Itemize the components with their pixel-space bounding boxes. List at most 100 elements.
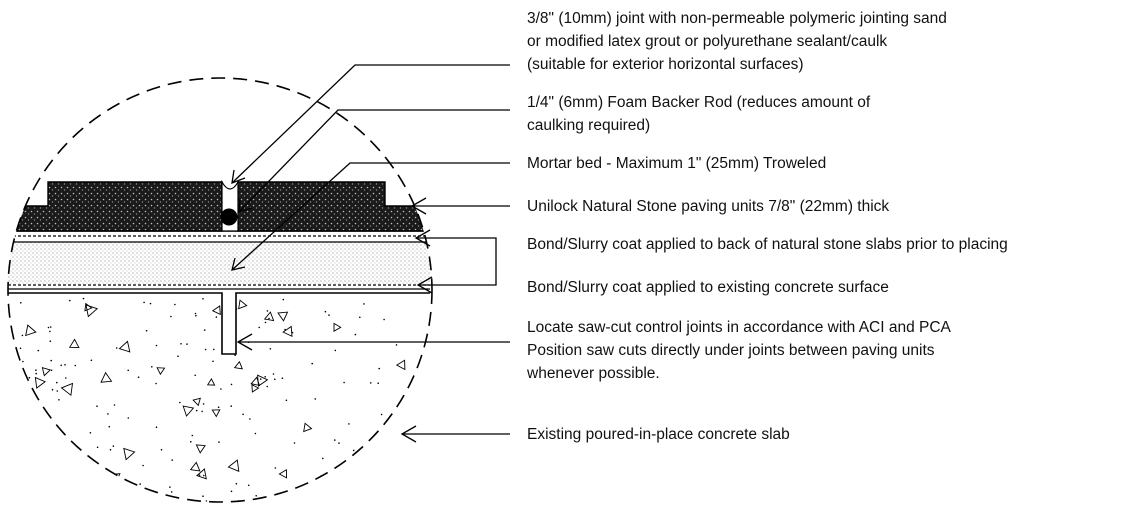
aggregate-sand — [291, 331, 294, 334]
aggregate-sand — [186, 343, 188, 345]
aggregate-stone — [196, 468, 207, 480]
aggregate-sand — [348, 423, 350, 425]
leader-lines — [231, 64, 510, 435]
aggregate-sand — [362, 451, 364, 453]
aggregate-sand — [74, 364, 77, 367]
aggregate-sand — [127, 369, 129, 372]
paving-unit-left — [8, 181, 223, 232]
aggregate-sand — [19, 347, 22, 350]
aggregate-sand — [274, 378, 276, 381]
arrowhead-bond-coat-concrete — [416, 276, 433, 294]
aggregate-sand — [51, 388, 54, 391]
aggregate-sand — [324, 310, 327, 313]
label-joint-line-2: or modified latex grout or polyurethane … — [527, 33, 887, 50]
aggregate-stone — [68, 338, 80, 349]
aggregate-sand — [242, 413, 244, 416]
aggregate-stone — [386, 466, 398, 479]
paving-unit-right — [237, 181, 431, 232]
aggregate-sand — [115, 347, 118, 349]
aggregate-stone — [123, 486, 132, 496]
aggregate-sand — [230, 383, 233, 386]
aggregate-sand — [407, 402, 410, 405]
aggregate-sand — [49, 340, 52, 343]
aggregate-sand — [21, 458, 23, 461]
aggregate-sand — [268, 317, 270, 320]
aggregate-sand — [203, 474, 205, 477]
aggregate-sand — [255, 495, 257, 497]
aggregate-stone — [82, 493, 94, 502]
aggregate-sand — [96, 405, 98, 408]
aggregate-stone — [263, 311, 275, 322]
leader-mortar-bed — [231, 162, 510, 271]
arrowhead-concrete-slab — [400, 425, 417, 443]
aggregate-stone — [211, 409, 221, 418]
aggregate-sand — [395, 344, 398, 346]
label-control-joints-line-2: Position saw cuts directly under joints … — [527, 342, 935, 359]
saw-cut-control-joint — [8, 292, 430, 355]
label-mortar-bed: Mortar bed - Maximum 1" (25mm) Troweled — [527, 155, 826, 172]
aggregate-sand — [15, 497, 18, 500]
aggregate-sand — [385, 436, 388, 438]
aggregate-sand — [380, 413, 383, 416]
aggregate-sand — [14, 389, 16, 392]
aggregate-sand — [66, 446, 68, 449]
aggregate-sand — [247, 484, 250, 487]
aggregate-sand — [259, 378, 262, 380]
aggregate-sand — [96, 446, 99, 449]
aggregate-sand — [201, 410, 203, 413]
aggregate-sand — [39, 449, 41, 451]
aggregate-stone — [25, 324, 37, 337]
aggregate-stone — [63, 454, 77, 467]
aggregate-sand — [338, 442, 340, 444]
aggregate-sand — [156, 497, 158, 500]
label-bond-coat-slabs: Bond/Slurry coat applied to back of natu… — [527, 236, 1008, 253]
aggregate-sand — [354, 333, 357, 336]
arrowhead-backer-rod — [238, 198, 253, 213]
label-concrete-slab: Existing poured-in-place concrete slab — [527, 426, 790, 443]
aggregate-sand — [369, 382, 372, 384]
aggregate-sand — [293, 442, 296, 444]
aggregate-sand — [322, 457, 324, 460]
label-joint-line-1: 3/8" (10mm) joint with non-permeable pol… — [527, 10, 947, 27]
aggregate-sand — [20, 302, 22, 304]
aggregate-sand — [28, 376, 31, 379]
aggregate-stone — [182, 405, 195, 417]
aggregate-sand — [328, 314, 330, 316]
aggregate-stone — [118, 340, 131, 353]
arrowhead-joint — [231, 169, 246, 185]
aggregate-stone — [123, 447, 136, 461]
aggregate-sand — [269, 348, 272, 350]
aggregate-sand — [190, 440, 192, 443]
aggregate-sand — [49, 326, 52, 328]
label-backer-rod-line-2: caulking required) — [527, 117, 650, 134]
aggregate-stone — [206, 377, 216, 386]
aggregate-sand — [198, 474, 201, 476]
arrowhead-control-joints — [236, 333, 253, 351]
label-bond-coat-concrete: Bond/Slurry coat applied to existing con… — [527, 279, 889, 296]
aggregate-sand — [323, 486, 325, 489]
aggregate-sand — [311, 362, 314, 365]
aggregate-sand — [249, 418, 251, 420]
aggregate-sand — [60, 364, 62, 367]
aggregate-sand — [58, 399, 60, 401]
aggregate-sand — [284, 328, 286, 331]
aggregate-sand — [90, 359, 93, 362]
aggregate-stone — [156, 367, 166, 376]
aggregate-sand — [272, 373, 275, 375]
aggregate-sand — [170, 491, 173, 493]
aggregate-stone — [60, 382, 74, 397]
aggregate-sand — [179, 401, 181, 404]
aggregate-stone — [333, 322, 342, 332]
aggregate-sand — [107, 413, 109, 415]
aggregate-sand — [391, 424, 394, 426]
aggregate-sand — [56, 381, 58, 384]
aggregate-sand — [155, 344, 158, 347]
aggregate-stone — [211, 305, 221, 316]
aggregate-sand — [202, 403, 205, 405]
arrowhead-paving-units — [410, 197, 427, 215]
aggregate-stone — [257, 374, 269, 387]
aggregate-sand — [220, 388, 222, 390]
aggregate-sand — [352, 449, 355, 452]
aggregate-sand — [383, 318, 385, 321]
